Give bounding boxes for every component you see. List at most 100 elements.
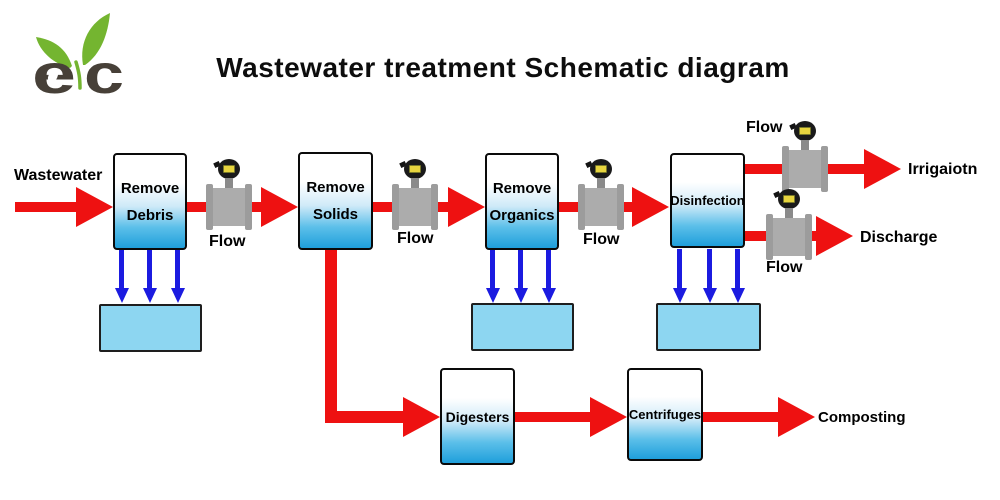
drain-arrow-icon	[673, 249, 687, 303]
drain-arrow-head	[143, 288, 157, 303]
disinfection-box: Disinfection	[670, 153, 745, 248]
pipe-flange	[206, 184, 213, 230]
sensor-head	[404, 159, 426, 179]
sensor-stem	[801, 140, 809, 151]
arrow-to-irrigation-icon	[864, 149, 901, 189]
sensor-display	[595, 165, 607, 173]
pipe-flange	[805, 214, 812, 260]
pipe-sludge-vertical	[325, 249, 337, 419]
meter-body	[399, 188, 431, 226]
pipe-flange	[245, 184, 252, 230]
pipe-digesters-to-centrifuges	[515, 412, 595, 422]
pipe-composting	[702, 412, 782, 422]
flow-meter-icon	[782, 121, 828, 193]
meter-body	[773, 218, 805, 256]
discharge-label: Discharge	[860, 229, 938, 246]
remove-organics-box: Remove Organics	[485, 153, 559, 250]
sensor-head	[590, 159, 612, 179]
box-label: Remove	[492, 179, 552, 197]
sensor-display	[223, 165, 235, 173]
digesters-box: Digesters	[440, 368, 515, 465]
sensor-stem	[225, 178, 233, 189]
pipe-sludge-horizontal	[325, 411, 408, 423]
drain-arrow-shaft	[735, 249, 740, 288]
logo-letter-c: c	[84, 42, 124, 101]
meter-body	[789, 150, 821, 188]
drain-arrow-shaft	[119, 249, 124, 288]
drain-arrow-head	[514, 288, 528, 303]
sensor-display	[783, 195, 795, 203]
wastewater-label: Wastewater	[14, 167, 103, 184]
drain-arrow-head	[486, 288, 500, 303]
remove-debris-box: Remove Debris	[113, 153, 187, 250]
drain-arrow-shaft	[546, 249, 551, 288]
drain-arrow-icon	[171, 249, 185, 303]
drain-arrow-icon	[115, 249, 129, 303]
irrigation-label: Irrigaiotn	[908, 161, 978, 178]
pipe-flange	[782, 146, 789, 192]
sensor-display	[799, 127, 811, 135]
sensor-stem	[785, 208, 793, 219]
pipe-flange	[392, 184, 399, 230]
drain-arrow-icon	[514, 249, 528, 303]
sensor-head	[778, 189, 800, 209]
drain-arrow-shaft	[147, 249, 152, 288]
drain-arrow-shaft	[175, 249, 180, 288]
drain-arrow-shaft	[490, 249, 495, 288]
drain-arrow-shaft	[677, 249, 682, 288]
pipe-flange	[431, 184, 438, 230]
sensor-stem	[597, 178, 605, 189]
sensor-head	[794, 121, 816, 141]
pipe-flange	[766, 214, 773, 260]
drain-arrow-icon	[486, 249, 500, 303]
drain-arrow-head	[703, 288, 717, 303]
box-label: Digesters	[445, 408, 510, 425]
box-label: Centrifuges	[628, 407, 702, 422]
box-label: Solids	[312, 206, 358, 223]
drain-arrow-shaft	[707, 249, 712, 288]
sensor-stem	[411, 178, 419, 189]
centrifuges-box: Centrifuges	[627, 368, 703, 461]
flow-label: Flow	[583, 231, 620, 248]
arrow-into-digesters-icon	[403, 397, 440, 437]
flow-meter-icon	[206, 159, 252, 231]
drain-arrow-head	[731, 288, 745, 303]
arrow-to-composting-icon	[778, 397, 815, 437]
page-title: Wastewater treatment Schematic diagram	[216, 52, 790, 83]
drain-arrow-icon	[143, 249, 157, 303]
meter-body	[213, 188, 245, 226]
settling-tank-disinfection	[656, 303, 761, 351]
drain-arrow-head	[115, 288, 129, 303]
flow-label: Flow	[766, 259, 803, 276]
arrow-into-disinfection-icon	[632, 187, 669, 227]
drain-arrow-head	[542, 288, 556, 303]
arrow-into-debris-icon	[76, 187, 113, 227]
sensor-head	[218, 159, 240, 179]
leaf-logo-icon: e c	[32, 13, 124, 105]
drain-arrow-icon	[731, 249, 745, 303]
flow-meter-icon	[392, 159, 438, 231]
settling-tank-debris	[99, 304, 202, 352]
arrow-to-discharge-icon	[816, 216, 853, 256]
box-label: Debris	[126, 206, 174, 224]
meter-body	[585, 188, 617, 226]
arrow-into-solids-icon	[261, 187, 298, 227]
box-label: Remove	[120, 179, 180, 197]
flow-label: Flow	[397, 230, 434, 247]
flow-label: Flow	[209, 233, 246, 250]
arrow-into-organics-icon	[448, 187, 485, 227]
remove-solids-box: Remove Solids	[298, 152, 373, 250]
flow-meter-icon	[578, 159, 624, 231]
drain-arrow-head	[673, 288, 687, 303]
pipe-flange	[617, 184, 624, 230]
flow-label: Flow	[746, 119, 783, 136]
arrow-into-centrifuges-icon	[590, 397, 627, 437]
flow-meter-icon	[766, 189, 812, 261]
settling-tank-organics	[471, 303, 574, 351]
logo-droplet-cutout	[47, 68, 59, 84]
drain-arrow-head	[171, 288, 185, 303]
pipe-inlet	[15, 202, 81, 212]
box-label: Organics	[489, 206, 555, 224]
box-label: Remove	[306, 179, 365, 196]
